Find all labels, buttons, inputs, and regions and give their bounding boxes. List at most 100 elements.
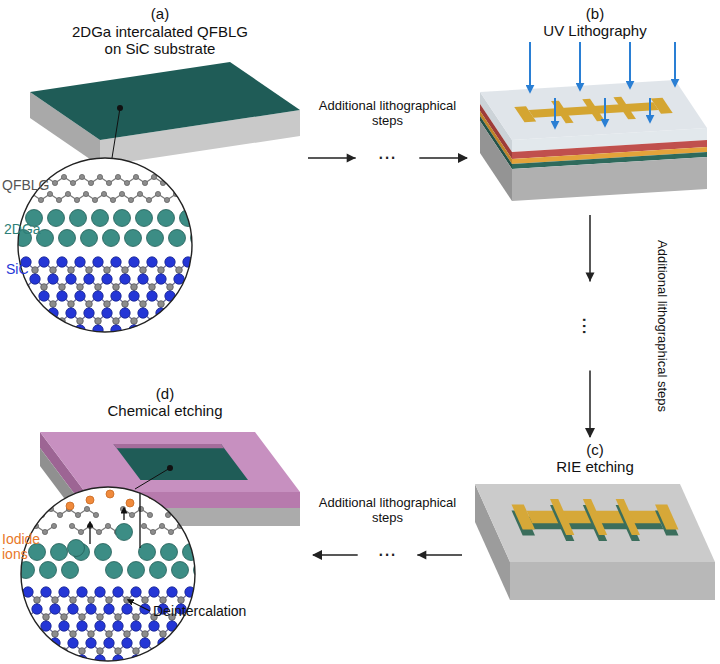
silicon-atom <box>149 621 159 631</box>
carbon-atom <box>59 284 66 291</box>
sic-bond <box>205 321 206 330</box>
carbon-atom <box>50 267 57 274</box>
sic-bond <box>170 313 179 321</box>
carbon-atom <box>77 318 84 325</box>
uv-light-arrow <box>554 98 556 128</box>
sic-bond <box>19 643 28 651</box>
silicon-atom <box>23 621 33 631</box>
carbon-atom <box>97 614 104 621</box>
silicon-atom <box>66 274 76 284</box>
carbon-atom <box>122 301 129 308</box>
silicon-atom <box>167 587 177 597</box>
carbon-atom <box>15 523 20 528</box>
carbon-atom <box>52 631 59 638</box>
sic-bond <box>208 643 217 651</box>
carbon-atom <box>140 267 147 274</box>
carbon-atom <box>42 529 47 534</box>
panel-title: Chemical etching <box>65 402 265 419</box>
sic-bond <box>160 338 161 347</box>
carbon-atom <box>176 301 183 308</box>
carbon-atom <box>50 335 57 342</box>
carbon-atom <box>32 301 39 308</box>
process-arrow <box>589 215 591 437</box>
sic-bond <box>19 626 28 634</box>
uv-light-arrow <box>674 42 676 86</box>
silicon-atom <box>39 291 49 301</box>
silicon-atom <box>41 587 51 597</box>
silicon-atom <box>5 621 15 631</box>
sic-bond <box>18 600 19 609</box>
carbon-atom <box>79 174 84 179</box>
carbon-atom <box>119 191 124 196</box>
gallium-atom <box>125 230 142 247</box>
sic-bond <box>181 660 190 664</box>
sic-bond <box>179 296 188 304</box>
sic-bond <box>172 660 181 664</box>
carbon-atom <box>65 191 70 196</box>
silicon-atom <box>3 325 13 335</box>
carbon-atom <box>128 197 133 202</box>
carbon-atom <box>194 335 201 342</box>
sic-bond <box>163 643 172 651</box>
carbon-atom <box>110 197 115 202</box>
carbon-atom <box>77 284 84 291</box>
sic-bond <box>64 660 73 664</box>
carbon-atom <box>86 301 93 308</box>
sic-bond <box>153 651 154 660</box>
carbon-atom <box>106 597 113 604</box>
ellipsis: ... <box>378 140 396 164</box>
carbon-atom <box>52 180 57 185</box>
carbon-atom <box>41 318 48 325</box>
silicon-atom <box>165 291 175 301</box>
carbon-atom <box>106 180 111 185</box>
silicon-atom <box>86 638 96 648</box>
panel-title: 2DGa intercalated QFBLG on SiC substrate <box>65 23 255 58</box>
sic-bond <box>161 330 170 338</box>
carbon-atom <box>97 648 104 655</box>
sic-bond <box>190 626 199 634</box>
silicon-atom <box>111 291 121 301</box>
slab-top-face <box>475 484 715 562</box>
carbon-atom <box>201 512 206 517</box>
gallium-atom <box>68 540 85 557</box>
gallium-atom <box>128 562 145 579</box>
gallium-atom <box>191 230 208 247</box>
sic-bond <box>53 330 62 338</box>
sic-bond <box>127 660 136 664</box>
carbon-atom <box>14 335 21 342</box>
carbon-atom <box>74 197 79 202</box>
silicon-atom <box>41 621 51 631</box>
carbon-atom <box>104 335 111 342</box>
carbon-atom <box>158 267 165 274</box>
sic-bond <box>188 296 197 304</box>
sic-bond <box>17 279 26 287</box>
silicon-atom <box>68 604 78 614</box>
carbon-atom <box>88 180 93 185</box>
silicon-atom <box>93 325 103 335</box>
silicon-atom <box>21 325 31 335</box>
carbon-atom <box>113 318 120 325</box>
silicon-atom <box>93 291 103 301</box>
carbon-atom <box>133 648 140 655</box>
uv-light-arrow <box>529 42 531 92</box>
sic-bond <box>142 338 143 347</box>
silicon-atom <box>138 274 148 284</box>
species-label: Iodide ions <box>2 532 50 563</box>
carbon-atom <box>115 174 120 179</box>
silicon-atom <box>14 604 24 614</box>
gallium-atom <box>59 230 76 247</box>
silicon-atom <box>120 308 130 318</box>
sic-bond <box>197 279 206 287</box>
silicon-atom <box>30 308 40 318</box>
sic-bond <box>187 321 188 330</box>
sic-bond <box>63 651 64 660</box>
process-panel: (c)RIE etching <box>465 440 720 664</box>
sic-bond <box>163 660 172 664</box>
carbon-atom <box>142 180 147 185</box>
layer-label: QFBLG <box>2 178 49 193</box>
carbon-atom <box>176 267 183 274</box>
silicon-atom <box>185 621 195 631</box>
sic-bond <box>145 660 154 664</box>
carbon-atom <box>186 529 191 534</box>
